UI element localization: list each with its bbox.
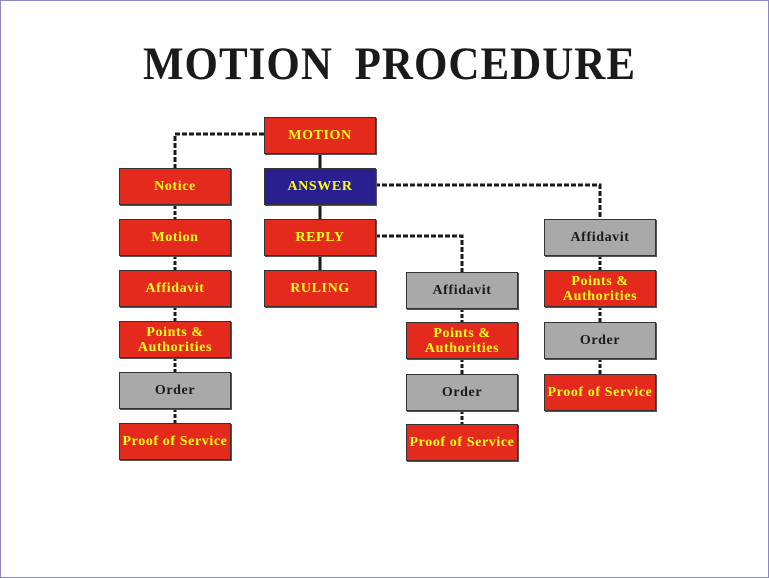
answer-branch-order-box: Order <box>544 322 656 359</box>
answer-box: ANSWER <box>264 168 376 205</box>
motion-branch-notice-box: Notice <box>119 168 231 205</box>
answer-branch-points-authorities-box: Points & Authorities <box>544 270 656 307</box>
answer-branch-proof-of-service-box: Proof of Service <box>544 374 656 411</box>
motion-branch-proof-of-service-box: Proof of Service <box>119 423 231 460</box>
reply-box: REPLY <box>264 219 376 256</box>
reply-branch-proof-of-service-box: Proof of Service <box>406 424 518 461</box>
connector-answer-to-affidavit <box>375 183 602 219</box>
motion-branch-order-box: Order <box>119 372 231 409</box>
reply-branch-affidavit-box: Affidavit <box>406 272 518 309</box>
connector-motion-to-notice <box>173 132 264 168</box>
answer-branch-affidavit-box: Affidavit <box>544 219 656 256</box>
motion-branch-affidavit-box: Affidavit <box>119 270 231 307</box>
slide-title: MOTION PROCEDURE <box>142 39 637 90</box>
motion-branch-motion-box: Motion <box>119 219 231 256</box>
ruling-box: RULING <box>264 270 376 307</box>
connector-reply-to-affidavit <box>375 234 464 272</box>
motion-box: MOTION <box>264 117 376 154</box>
reply-branch-order-box: Order <box>406 374 518 411</box>
motion-branch-points-authorities-box: Points & Authorities <box>119 321 231 358</box>
reply-branch-points-authorities-box: Points & Authorities <box>406 322 518 359</box>
